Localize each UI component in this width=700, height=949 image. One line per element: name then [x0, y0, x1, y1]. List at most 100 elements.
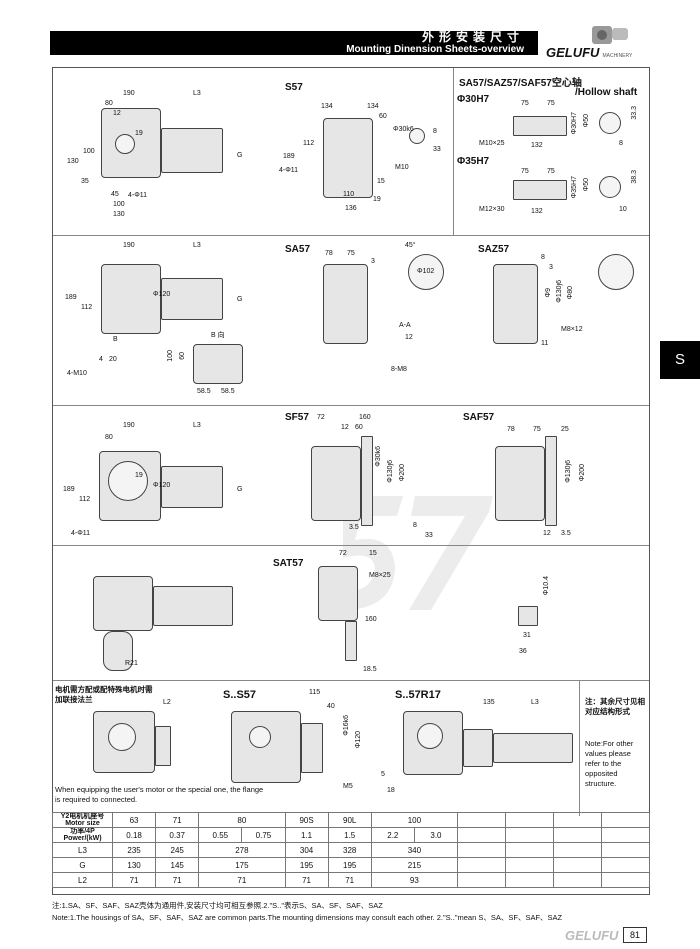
drawing-part: [153, 586, 233, 626]
dimension-label: 20: [109, 356, 117, 363]
variant-30h7: Φ30H7: [457, 94, 490, 105]
drawing-part: [493, 733, 573, 763]
dimension-label: Φ30k6: [375, 446, 382, 467]
dimension-label: 80: [105, 434, 113, 441]
dimension-label: Φ200: [399, 464, 406, 482]
drawing-part: [323, 264, 368, 344]
dimension-label: 328: [327, 842, 372, 858]
dimension-label: Φ30H7: [571, 112, 578, 135]
dimension-label: 8-M8: [391, 366, 407, 373]
dimension-label: Φ80: [567, 286, 574, 300]
dimension-label: 189: [63, 486, 75, 493]
dimension-label: Φ50: [583, 178, 590, 192]
table-cell: [601, 812, 650, 828]
brand-sub: MACHINERY: [602, 53, 633, 59]
dimension-label: G: [237, 152, 243, 159]
table-cell: [505, 842, 554, 858]
dimension-label: 12: [113, 110, 121, 117]
table-cell: [457, 842, 506, 858]
dimension-label: 63: [111, 812, 157, 828]
dimension-label: L3: [531, 699, 539, 706]
dimension-label: 190: [123, 90, 135, 97]
dimension-label: M5: [343, 783, 353, 790]
dimension-label: 58.5: [221, 388, 235, 395]
dimension-label: 134: [321, 103, 333, 110]
dimension-label: 45°: [405, 242, 416, 249]
dimension-label: 33.3: [631, 106, 638, 120]
dimension-label: 2.2: [370, 827, 415, 843]
dimension-label: 3.5: [349, 524, 359, 531]
saf57-title: SAF57: [463, 412, 495, 423]
gearbox-side-drawing: [323, 118, 373, 198]
drawing-part: [417, 723, 443, 749]
dimension-label: 215: [370, 857, 459, 873]
dimension-label: 115: [309, 689, 321, 696]
dimension-label: 75: [521, 100, 529, 107]
dimension-label: 36: [519, 648, 527, 655]
dimension-label: 135: [483, 699, 495, 706]
side-note-cn: 注：其余尺寸见相对应结构形式: [585, 697, 645, 716]
dimension-label: B: [113, 336, 118, 343]
drawing-part: [193, 344, 243, 384]
dimension-label: 100: [83, 148, 95, 155]
table-cell: [601, 872, 650, 888]
dimension-label: 189: [283, 153, 295, 160]
drawing-part: [108, 723, 136, 751]
dimension-label: 60: [379, 113, 387, 120]
dimension-label: L2: [163, 699, 171, 706]
dimension-label: 45: [111, 191, 119, 198]
drawing-part: [599, 112, 621, 134]
drawing-part: [513, 116, 567, 136]
dimension-label: 25: [561, 426, 569, 433]
dimension-label: 72: [339, 550, 347, 557]
sa57-title: SA57: [285, 244, 311, 255]
dimension-label: 190: [123, 242, 135, 249]
dimension-label: 3.5: [561, 530, 571, 537]
header-title-en: Mounting Dinension Sheets-overview: [346, 44, 524, 55]
dimension-label: 4-Φ11: [128, 192, 148, 199]
dimension-label: 175: [198, 857, 286, 873]
section-tab[interactable]: S: [660, 341, 700, 379]
dimension-label: 112: [79, 496, 91, 503]
dimension-label: 90L: [327, 812, 372, 828]
gear-motor-logo-icon: [592, 26, 628, 44]
s57r17-title: S..57R17: [395, 689, 441, 701]
table-cell: [505, 812, 554, 828]
dimension-label: 0.18: [111, 827, 157, 843]
dimension-label: 0.55: [198, 827, 243, 843]
flange-note-cn: 电机需方配或配特殊电机时需加联接法兰: [55, 685, 153, 704]
table-cell: [505, 872, 554, 888]
table-cell: [457, 812, 506, 828]
dimension-label: 100: [113, 201, 125, 208]
dimension-label: M8×25: [369, 572, 391, 579]
dimension-label: 75: [547, 100, 555, 107]
table-cell: [505, 827, 554, 843]
dimension-label: 31: [523, 632, 531, 639]
dimension-label: 80: [105, 100, 113, 107]
dimension-label: 11: [541, 340, 549, 347]
dimension-label: Φ102: [417, 268, 435, 275]
dimension-label: L3: [193, 90, 201, 97]
dimension-label: 12: [543, 530, 551, 537]
dimension-label: 12: [341, 424, 349, 431]
dimension-label: 71: [155, 872, 200, 888]
dimension-label: A-A: [399, 322, 411, 329]
dimension-label: 75: [533, 426, 541, 433]
dimension-label: 90S: [284, 812, 329, 828]
dimension-label: 112: [303, 140, 315, 147]
dimension-label: Φ9: [545, 288, 552, 298]
dimension-label: Φ30k6: [393, 126, 414, 133]
dimension-label: 72: [317, 414, 325, 421]
dimension-label: 78: [325, 250, 333, 257]
dimension-label: 80: [198, 812, 286, 828]
hollow-shaft-title: SA57/SAZ57/SAF57空心轴: [459, 78, 582, 89]
note-en: Note:1.The housings of SA、SF、SAF、SAZ are…: [52, 913, 563, 922]
dimension-label: 145: [155, 857, 200, 873]
